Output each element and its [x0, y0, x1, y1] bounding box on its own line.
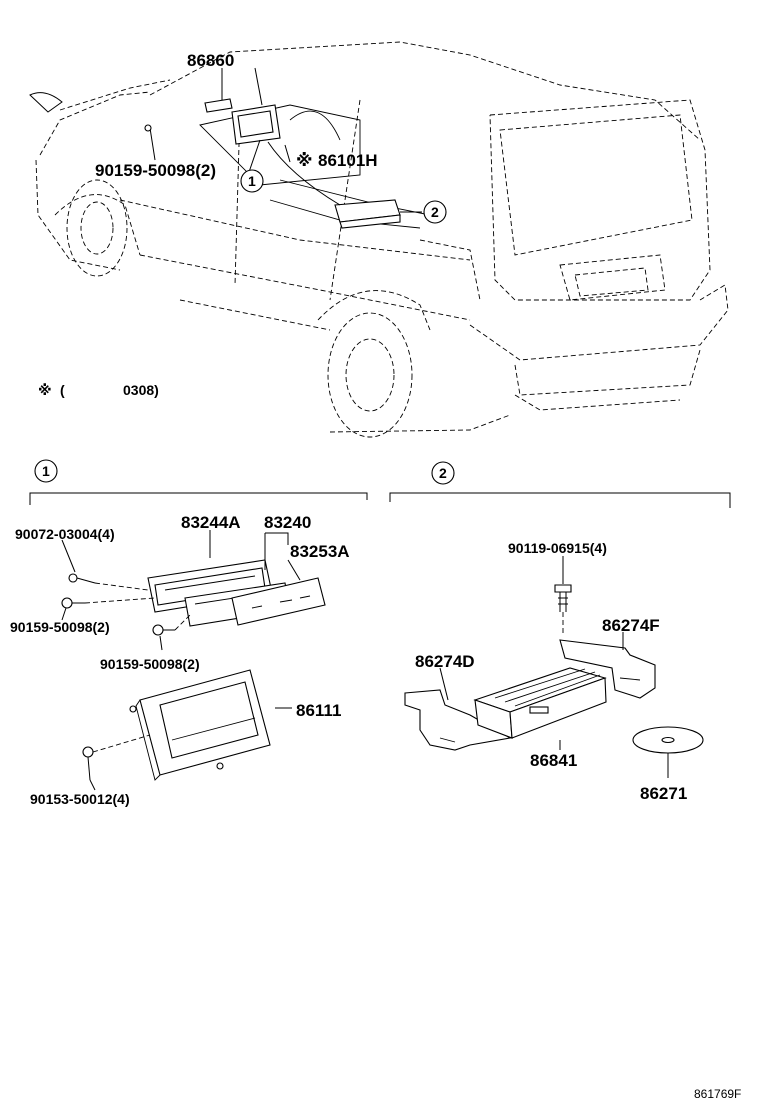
applicability-note: ※ ( 0308) — [38, 382, 159, 398]
bolt-group-one-a — [61, 597, 85, 609]
panel-assembly-83244A — [147, 559, 273, 613]
label-90153-50012: 90153-50012(4) — [30, 791, 130, 807]
label-86111: 86111 — [296, 701, 341, 720]
assembly-lines-group-one — [84, 582, 191, 631]
bracket-86274F — [559, 639, 656, 699]
bolt-group-two — [554, 584, 572, 612]
note-paren: ( — [60, 382, 65, 398]
label-86274D: 86274D — [415, 652, 475, 671]
group-one-marker-label: 1 — [42, 463, 50, 479]
display-unit-86111 — [129, 669, 271, 781]
group-two: 2 — [389, 461, 731, 803]
label-90159-50098-a: 90159-50098(2) — [10, 619, 110, 635]
bolt-group-one-b — [152, 624, 175, 636]
callout-harness-86101H: 86101H — [318, 151, 378, 170]
vehicle-illustration — [29, 41, 729, 438]
ref-circle-one — [240, 169, 264, 193]
leader-83253A — [287, 559, 301, 581]
leader-90159-a — [61, 607, 67, 621]
leader-90159-b — [159, 635, 163, 651]
navigation-unit-86841 — [473, 667, 607, 739]
leader-90153 — [89, 779, 96, 791]
label-83240: 83240 — [264, 513, 311, 532]
label-90159-50098-b: 90159-50098(2) — [100, 656, 200, 672]
leader-83240 — [264, 532, 289, 570]
leader-86274D — [439, 667, 449, 701]
callout-bolt-90159-50098: 90159-50098(2) — [95, 161, 216, 180]
label-90072-03004: 90072-03004(4) — [15, 526, 115, 542]
callout-harness-mark: ※ — [296, 151, 313, 170]
label-83253A: 83253A — [290, 542, 350, 561]
label-86841: 86841 — [530, 751, 577, 770]
screw-group-one-bottom — [82, 746, 94, 781]
bracket-86274D — [404, 689, 512, 751]
label-86271: 86271 — [640, 784, 687, 803]
note-code: 0308) — [123, 382, 159, 398]
group-two-bracket — [389, 492, 731, 508]
group-one-bracket — [29, 492, 368, 505]
face-plate-83253A — [231, 577, 326, 626]
group-two-marker-label: 2 — [439, 465, 447, 481]
label-90119-06915: 90119-06915(4) — [508, 540, 607, 556]
callout-display-86860: 86860 — [187, 51, 234, 70]
overview-callouts: 86860 90159-50098(2) ※ 86101H 1 2 — [95, 51, 447, 224]
label-83244A: 83244A — [181, 513, 241, 532]
label-86274F: 86274F — [602, 616, 660, 635]
group-one-marker — [34, 459, 58, 483]
screw-group-one-top — [68, 573, 96, 584]
note-mark: ※ — [38, 382, 52, 398]
ref-circle-two-label: 2 — [431, 204, 439, 220]
ref-circle-one-label: 1 — [248, 173, 256, 189]
disc-86271 — [632, 726, 704, 754]
ref-circle-two — [423, 200, 447, 224]
diagram-code: 861769F — [694, 1087, 741, 1101]
leader-90072 — [61, 539, 76, 573]
group-two-marker — [431, 461, 455, 485]
group-one: 1 — [10, 459, 368, 807]
assembly-line-display — [92, 734, 151, 753]
overview-leaders — [144, 67, 422, 213]
